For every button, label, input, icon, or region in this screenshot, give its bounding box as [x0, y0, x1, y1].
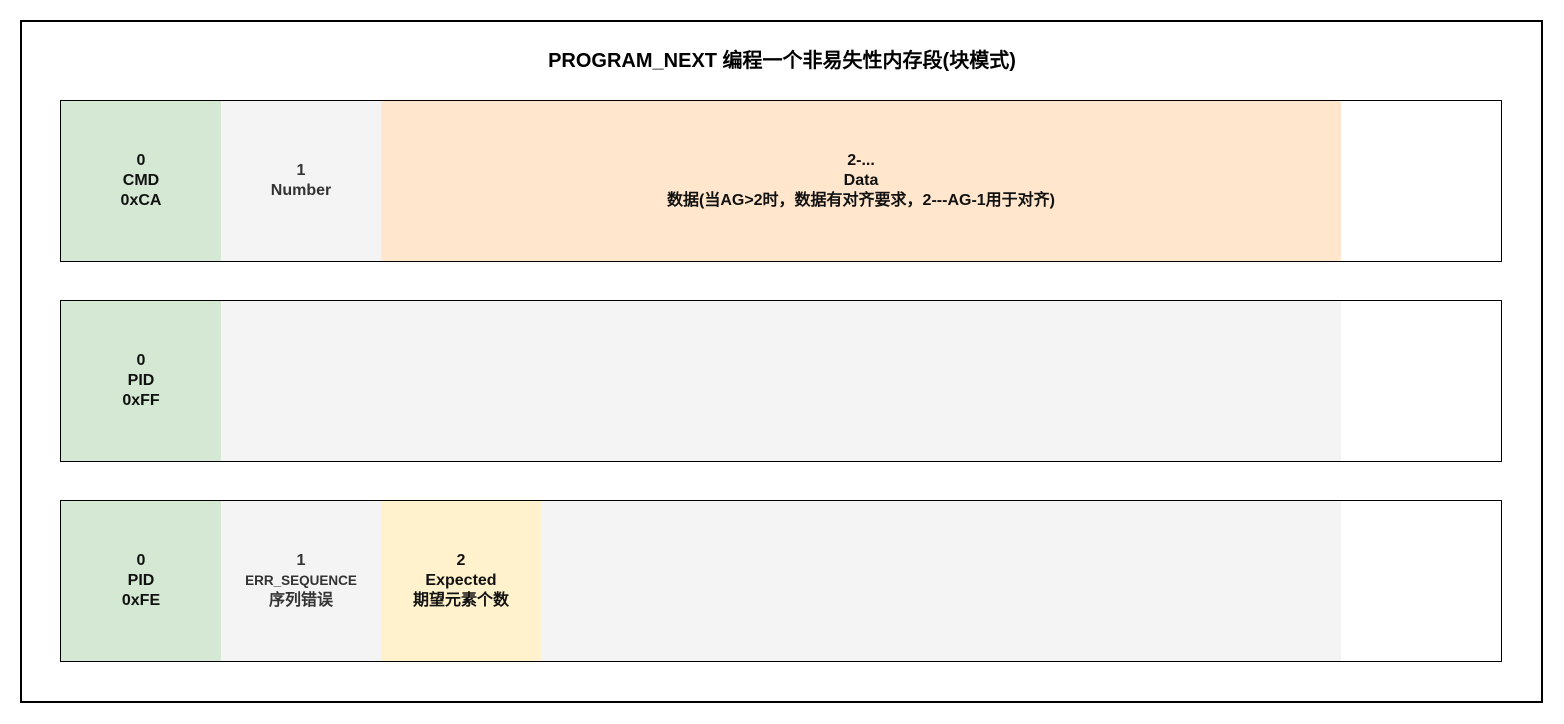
field-label: ERR_SEQUENCE — [245, 573, 357, 588]
err-sequence-field: 1 ERR_SEQUENCE 序列错误 — [221, 501, 381, 661]
field-index: 0 — [136, 352, 146, 369]
pid-field: 0 PID 0xFE — [61, 501, 221, 661]
field-index: 2-... — [847, 152, 875, 169]
data-field: 2-... Data 数据(当AG>2时，数据有对齐要求，2---AG-1用于对… — [381, 101, 1341, 261]
field-index: 1 — [296, 552, 306, 569]
field-value: 0xFE — [121, 592, 161, 609]
field-value: 数据(当AG>2时，数据有对齐要求，2---AG-1用于对齐) — [666, 192, 1055, 209]
empty-field — [1341, 301, 1501, 461]
field-value: 0xCA — [120, 192, 162, 209]
field-label: Expected — [425, 572, 497, 589]
field-label: PID — [127, 572, 155, 589]
field-index: 2 — [456, 552, 466, 569]
field-label: PID — [127, 372, 155, 389]
error-response-row: 0 PID 0xFE 1 ERR_SEQUENCE 序列错误 2 Expecte… — [60, 500, 1502, 662]
field-label: CMD — [122, 172, 160, 189]
field-value: 0xFF — [122, 392, 160, 409]
expected-field: 2 Expected 期望元素个数 — [381, 501, 541, 661]
positive-response-row: 0 PID 0xFF — [60, 300, 1502, 462]
field-label: Data — [843, 172, 879, 189]
field-index: 0 — [136, 552, 146, 569]
pid-field: 0 PID 0xFF — [61, 301, 221, 461]
field-value: 序列错误 — [268, 592, 333, 609]
empty-field — [1341, 501, 1501, 661]
cmd-field: 0 CMD 0xCA — [61, 101, 221, 261]
field-index: 0 — [136, 152, 146, 169]
empty-gray-field — [541, 501, 1341, 661]
field-index: 1 — [296, 162, 306, 179]
diagram-title: PROGRAM_NEXT 编程一个非易失性内存段(块模式) — [548, 50, 1016, 72]
empty-field — [1341, 101, 1501, 261]
command-packet-row: 0 CMD 0xCA 1 Number 2-... Data 数据(当AG>2时… — [60, 100, 1502, 262]
field-label: Number — [270, 182, 332, 199]
number-field: 1 Number — [221, 101, 381, 261]
field-value: 期望元素个数 — [412, 592, 509, 609]
empty-gray-field — [221, 301, 1341, 461]
